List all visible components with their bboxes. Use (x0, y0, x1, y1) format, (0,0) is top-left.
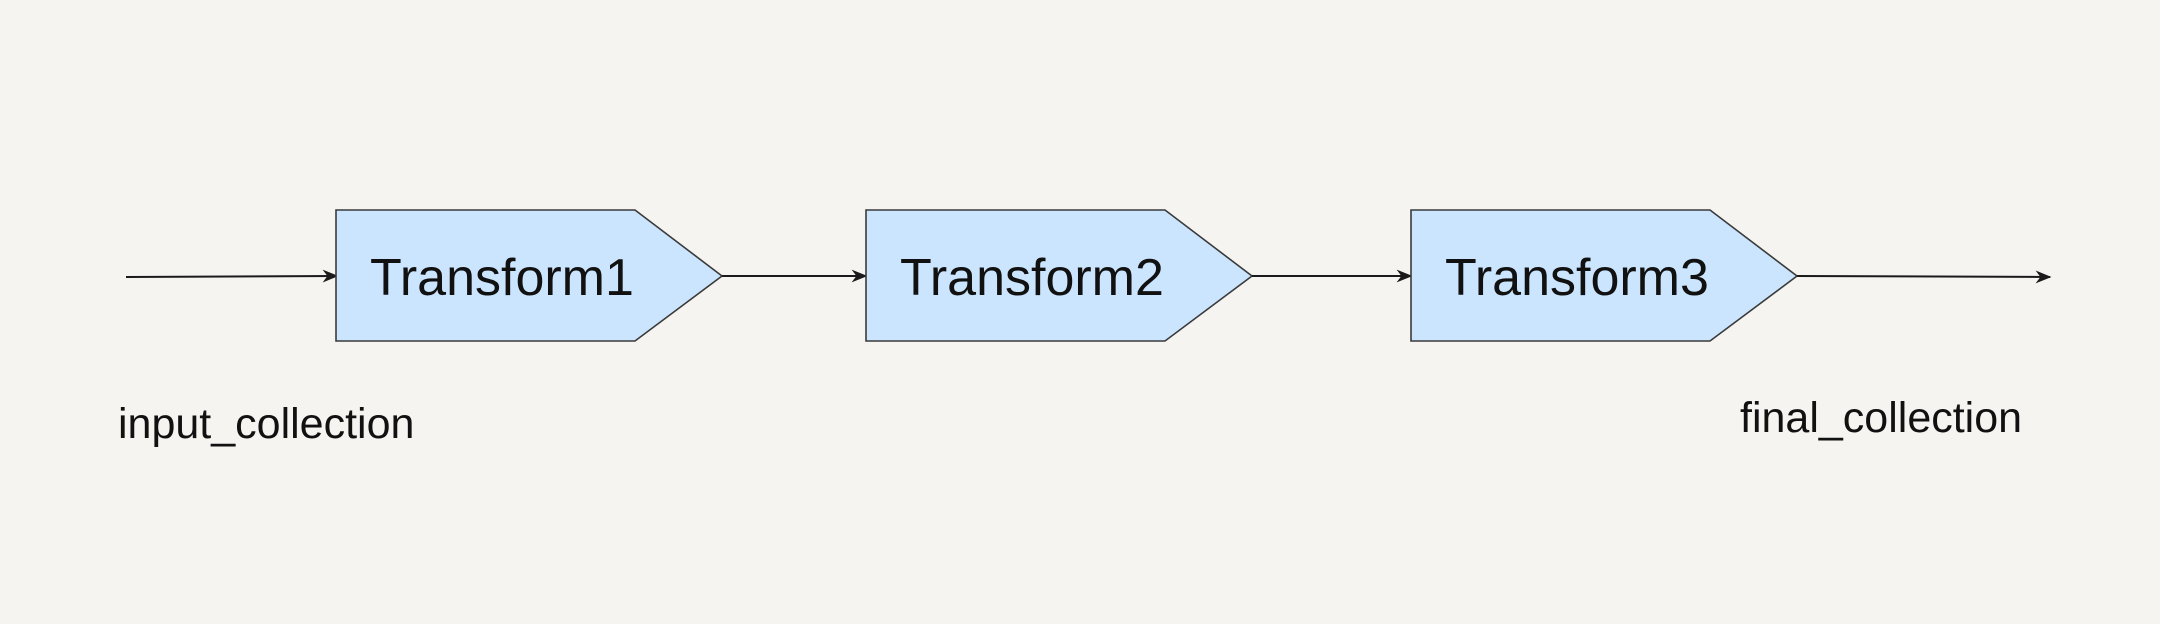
input-edge-arrow (125, 269, 339, 283)
transform1-label: Transform1 (370, 249, 634, 307)
output-edge-arrow (1796, 270, 2052, 284)
transform2-label: Transform2 (900, 249, 1164, 307)
input-collection-label: input_collection (118, 400, 414, 448)
transform3-label: Transform3 (1445, 249, 1709, 307)
final-collection-label: final_collection (1740, 394, 2022, 442)
transform2-shape (865, 209, 1254, 342)
transform3-node[interactable]: Transform3 (1410, 209, 1799, 342)
transform2-node[interactable]: Transform2 (865, 209, 1254, 342)
transform1-node[interactable]: Transform1 (335, 209, 724, 342)
transform1-shape (335, 209, 724, 342)
transform3-shape (1410, 209, 1799, 342)
